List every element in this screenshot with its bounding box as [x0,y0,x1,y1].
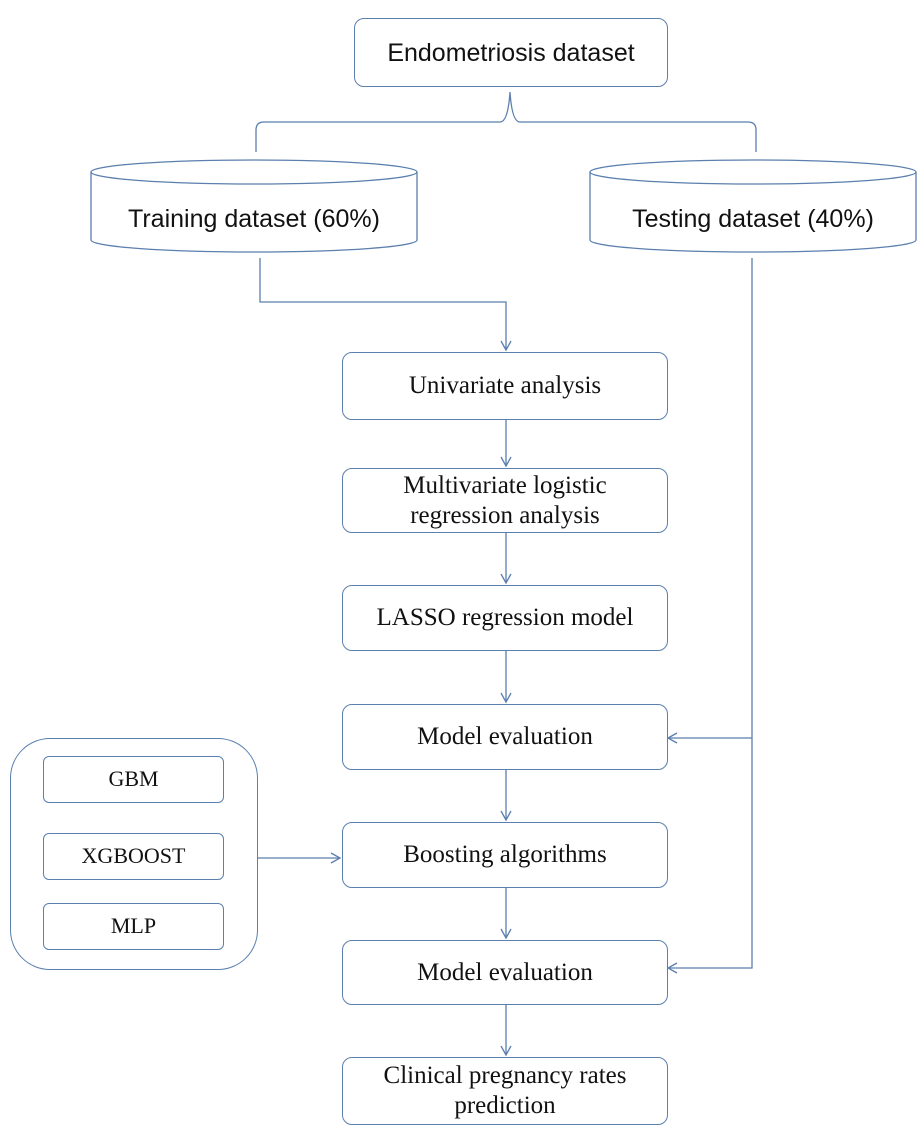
node-prediction: Clinical pregnancy rates prediction [342,1057,668,1125]
algorithm-xgboost: XGBOOST [43,833,224,880]
edge-training-univariate [259,258,512,352]
edge-testing-trunk [666,258,753,974]
node-multivariate: Multivariate logistic regression analysi… [342,468,668,533]
testing-cylinder [589,159,917,253]
training-cylinder [90,159,418,253]
algorithm-mlp: MLP [43,903,224,950]
node-boosting: Boosting algorithms [342,822,668,888]
split-brace [255,91,757,152]
node-model-evaluation-2: Model evaluation [342,940,668,1005]
node-model-evaluation-1: Model evaluation [342,704,668,770]
node-lasso: LASSO regression model [342,585,668,651]
algorithms-group [10,738,258,970]
node-univariate: Univariate analysis [342,352,668,420]
node-testing-label: Testing dataset (40%) [632,204,874,233]
node-source: Endometriosis dataset [354,18,668,87]
node-training-label: Training dataset (60%) [128,204,380,233]
algorithm-gbm: GBM [43,756,224,803]
